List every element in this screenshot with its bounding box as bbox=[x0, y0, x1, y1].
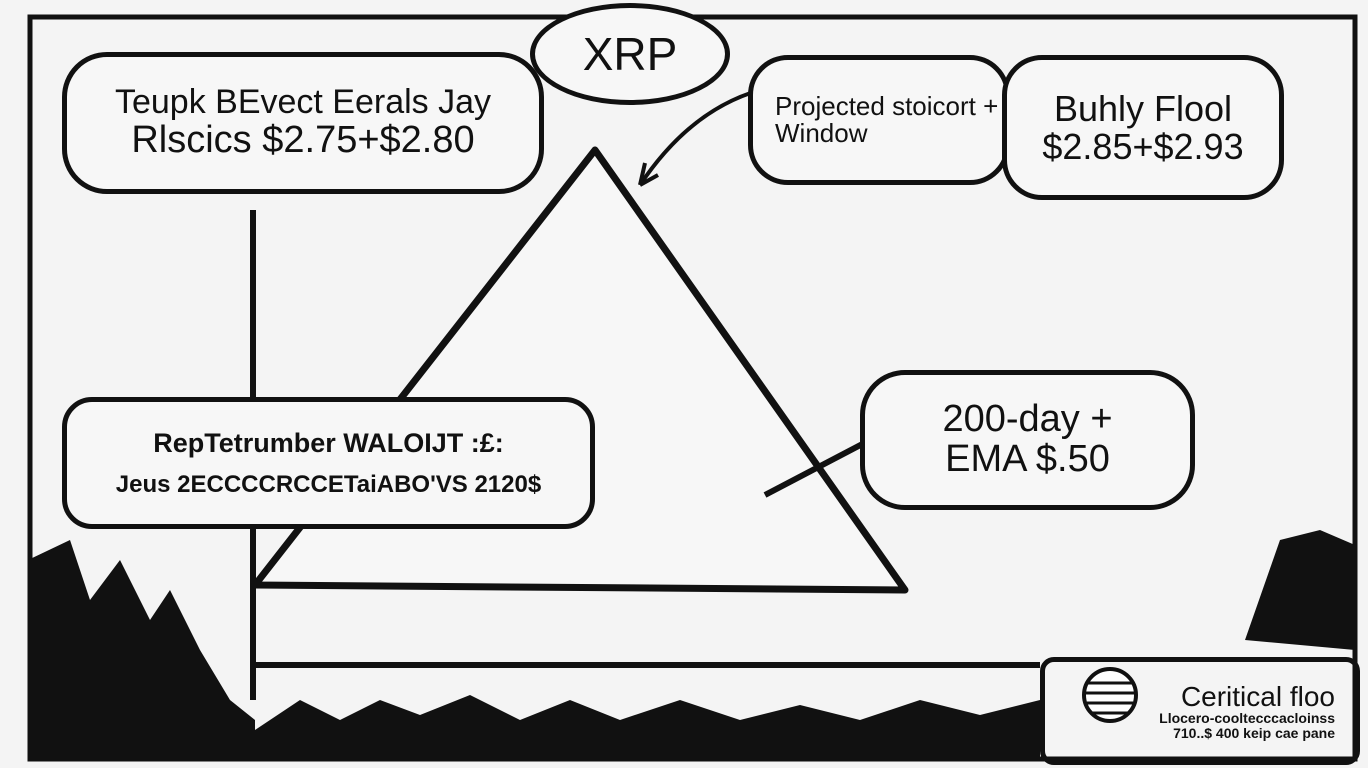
xrp-title-bubble: XRP bbox=[530, 3, 730, 105]
critical-title: Ceritical floo bbox=[1180, 680, 1335, 712]
projected-line2: Window bbox=[775, 118, 868, 148]
resistance-line1: Teupk BEvect Eerals Jay bbox=[114, 83, 492, 122]
support-line2: Jeus 2ECCCCRCCETaiABO'VS 2120$ bbox=[115, 470, 542, 498]
mountain-left bbox=[28, 540, 255, 760]
critical-line1: Llocero-cooltecccacloinss bbox=[1159, 710, 1335, 726]
critical-floor-box: Ceritical floo Llocero-cooltecccacloinss… bbox=[1040, 657, 1360, 765]
ema-pointer bbox=[763, 437, 872, 498]
critical-line2: 710..$ 400 keip cae pane bbox=[1173, 724, 1335, 741]
mountain-right bbox=[1245, 530, 1355, 650]
bullish-floor-bubble: Buhly Flool $2.85+$2.93 bbox=[1002, 55, 1284, 200]
support-line1: RepTetrumber WALOIJT :£: bbox=[153, 428, 504, 459]
ground-jagged bbox=[255, 695, 1040, 760]
ema-line2: EMA $.50 bbox=[945, 438, 1110, 480]
projected-arrow bbox=[638, 88, 761, 187]
title: XRP bbox=[582, 27, 678, 80]
globe-stripes bbox=[1086, 681, 1134, 715]
ema-bubble: 200-day + EMA $.50 bbox=[860, 370, 1195, 510]
support-bubble: RepTetrumber WALOIJT :£: Jeus 2ECCCCRCCE… bbox=[62, 397, 595, 529]
resistance-line2: Rlscics $2.75+$2.80 bbox=[131, 118, 475, 161]
bullish-line1: Buhly Flool bbox=[1053, 87, 1233, 129]
projected-line1: Projected stoicort + bbox=[775, 90, 999, 121]
resistance-bubble: Teupk BEvect Eerals Jay Rlscics $2.75+$2… bbox=[62, 52, 544, 194]
projected-window-bubble: Projected stoicort + Window bbox=[748, 55, 1010, 185]
arrow-head bbox=[638, 162, 659, 187]
ema-line1: 200-day + bbox=[942, 398, 1113, 441]
bullish-line2: $2.85+$2.93 bbox=[1042, 125, 1244, 167]
